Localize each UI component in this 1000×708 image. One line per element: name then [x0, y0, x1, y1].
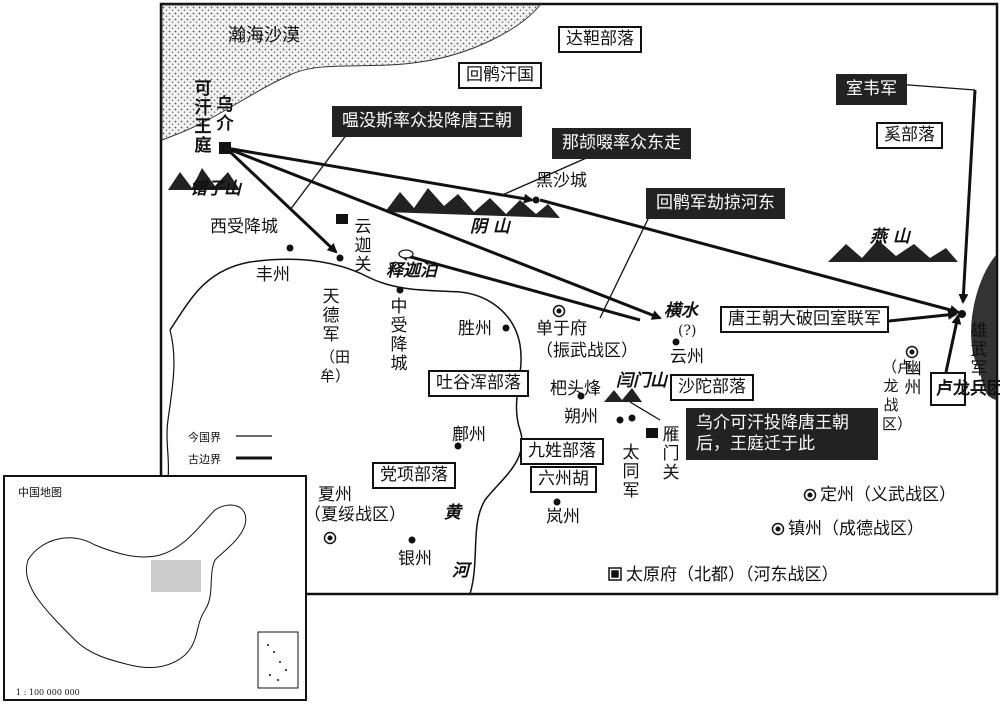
zone-markers [323, 304, 919, 581]
zhenwu-label: （振武战区） [536, 341, 638, 361]
shijia-lake [398, 249, 414, 259]
tiande-label: 天德军 [322, 287, 340, 345]
yan-mountains [828, 240, 958, 262]
sea-area [971, 255, 996, 400]
xi-tribe-box: 奚部落 [876, 122, 943, 149]
yanshan-label: 燕 山 [870, 227, 910, 247]
yin-mountains [385, 188, 560, 218]
callout-lines [289, 83, 976, 421]
shiwei-army-box: 室韦军 [836, 74, 907, 105]
wujie-surrender-box: 乌介可汗投降唐王朝后，王庭迁于此 [686, 408, 878, 460]
huihe-khanate-box: 回鹘汗国 [458, 62, 542, 89]
river-west-line [166, 329, 175, 479]
fuzhou-label: 鄜州 [452, 425, 486, 445]
xiongwu-label: 雄武军 [970, 321, 988, 379]
yinshan-label: 阴 山 [470, 217, 510, 237]
fengzhou-label: 丰州 [256, 265, 290, 285]
inset-scs-box [257, 631, 299, 689]
dingzhou-label: 定州（义武战区） [820, 485, 956, 505]
lanzhou-label: 岚州 [546, 507, 580, 527]
shuozhou-label: 朔州 [564, 407, 598, 427]
shengzhou-label: 胜州 [458, 319, 492, 339]
dangxiang-tribe-box: 党项部落 [372, 462, 456, 489]
xishou-label: 西受降城 [210, 217, 278, 237]
liuzhou-hu-box: 六州胡 [530, 466, 597, 493]
he-label: 河 [452, 561, 469, 581]
zhenzhou-label: 镇州（成德战区） [788, 519, 924, 539]
plunder-event-box: 回鹘军劫掠河东 [646, 188, 785, 219]
desert-label: 瀚海沙漠 [228, 25, 300, 46]
lulong-zone-label: （卢龙战区） [882, 358, 913, 433]
river-border-line [169, 258, 523, 595]
wujie-label: 乌介 [216, 95, 234, 134]
wumosi-event-box: 嗢没斯率众投降唐王朝 [332, 106, 522, 137]
inset-title: 中国地图 [18, 486, 62, 499]
yunjia-label: 云迦关 [354, 217, 372, 275]
huang-label: 黄 [444, 503, 461, 523]
datong-label: 太同军 [622, 443, 640, 501]
batoufeng-label: 杷头烽 [550, 379, 601, 399]
yanmen-mountain [604, 388, 642, 402]
shatuo-tribe-box: 沙陀部落 [670, 374, 754, 401]
yinzhou-label: 银州 [398, 549, 432, 569]
zhongshou-label: 中受降城 [390, 297, 408, 374]
xiazhou-label: 夏州 [318, 485, 352, 505]
shanyu-label: 单于府 [536, 319, 587, 339]
inset-china-outline [25, 504, 247, 668]
jiuxing-tribe-box: 九姓部落 [520, 438, 604, 465]
yanmen-pass-label: 雁门关 [662, 425, 680, 483]
youzhou-label: 幽州 [904, 359, 922, 398]
dajie-tribe-box: 达靼部落 [558, 26, 642, 53]
taiyuan-label: 太原府（北都）（河东战区） [626, 565, 839, 585]
cuozi-mountains [168, 168, 240, 190]
heisha-label: 黑沙城 [536, 171, 587, 191]
tuyuhun-tribe-box: 吐谷浑部落 [428, 370, 529, 397]
khan-court-label: 可汗王庭 [194, 79, 212, 156]
desert-area [161, 4, 542, 141]
xiasui-label: （夏绥战区） [304, 505, 406, 525]
yanmenshan-label: 闫门山 [616, 371, 667, 391]
hengshui-mark-label: (?) [678, 323, 697, 339]
tiande-paren-label: （田牟） [320, 348, 351, 385]
legend-modern-label: 今国界 [188, 431, 221, 444]
city-markers [219, 142, 966, 544]
lulong-army-box: 卢龙兵团 [930, 372, 1000, 406]
cuozi-mt-label: 错子山 [190, 179, 241, 199]
inset-highlight [151, 560, 201, 592]
campaign-arrows [224, 89, 977, 373]
inset-islands [267, 644, 287, 681]
shijia-lake-label: 释迦泊 [386, 261, 437, 281]
inset-scale: 1 : 100 000 000 [16, 688, 80, 697]
tang-victory-box: 唐王朝大破回室联军 [720, 306, 889, 333]
hengshui-label: 横水 [664, 301, 698, 321]
legend-ancient-label: 古边界 [188, 453, 221, 466]
yunzhou-label: 云州 [670, 347, 704, 367]
najiechuo-event-box: 那颉啜率众东走 [552, 128, 691, 159]
